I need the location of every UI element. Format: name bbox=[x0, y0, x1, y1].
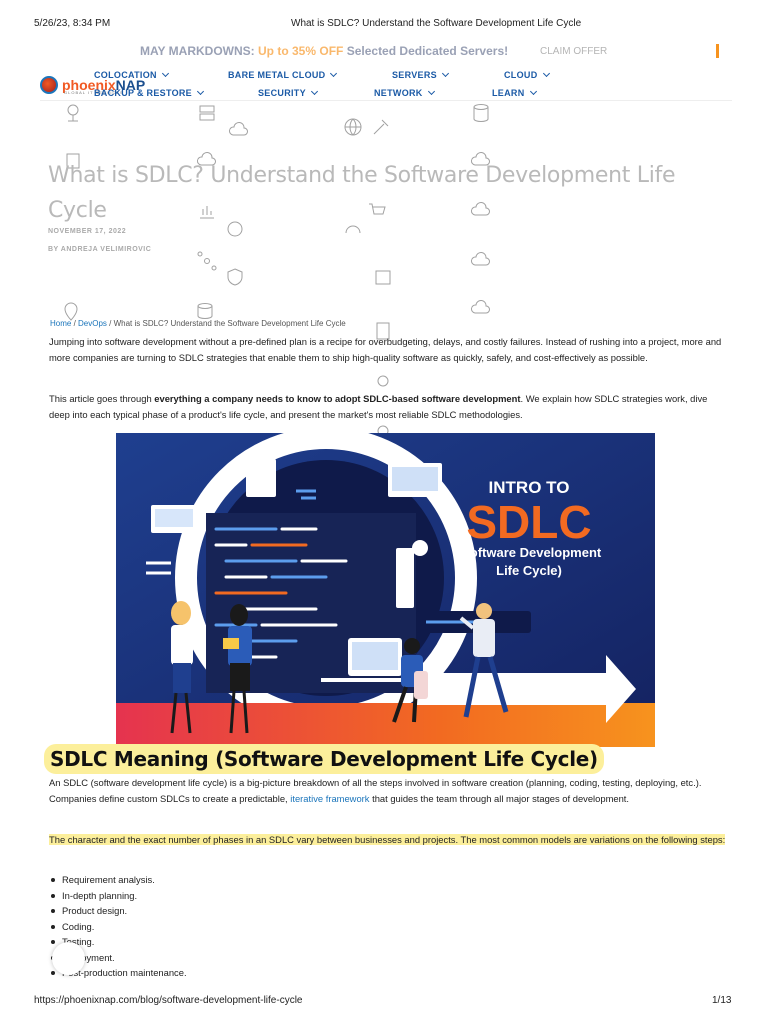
claim-offer-button[interactable]: CLAIM OFFER bbox=[540, 46, 608, 57]
list-item: Product design. bbox=[49, 903, 187, 919]
globe-logo-icon bbox=[40, 76, 58, 94]
chevron-down-icon bbox=[161, 69, 169, 78]
hero-subtitle-1: (Software Development bbox=[457, 545, 602, 560]
nav-security[interactable]: SECURITY bbox=[258, 87, 318, 98]
chat-widget-button[interactable] bbox=[52, 942, 85, 975]
nav-cloud[interactable]: CLOUD bbox=[504, 69, 550, 80]
nav-learn[interactable]: LEARN bbox=[492, 87, 537, 98]
promo-prefix: MAY MARKDOWNS: bbox=[140, 44, 255, 58]
security-cam-icon bbox=[66, 153, 80, 169]
phoenixnap-logo[interactable]: phoenixNAP GLOBAL IT SERVICES bbox=[40, 74, 145, 96]
cloud-check-icon bbox=[471, 201, 490, 216]
hero-subtitle-2: Life Cycle) bbox=[496, 563, 562, 578]
cloud-settings-icon bbox=[229, 121, 248, 136]
intro-paragraph-2: This article goes through everything a c… bbox=[49, 393, 708, 420]
nav-servers[interactable]: SERVERS bbox=[392, 69, 449, 80]
promo-highlight: Up to 35% OFF bbox=[258, 44, 344, 58]
cloud-rain-icon bbox=[471, 300, 490, 314]
network-nodes-icon bbox=[197, 251, 217, 271]
backup-icon bbox=[227, 221, 243, 237]
globe-icon bbox=[344, 118, 362, 136]
breadcrumb-home[interactable]: Home bbox=[50, 319, 72, 328]
analytics-icon bbox=[200, 206, 214, 219]
tools-icon bbox=[373, 119, 389, 135]
phases-note: The character and the exact number of ph… bbox=[49, 834, 726, 845]
document-icon bbox=[376, 322, 390, 340]
gear-icon bbox=[377, 375, 389, 387]
promo-suffix: Selected Dedicated Servers! bbox=[346, 44, 509, 58]
speed-gauge-icon bbox=[345, 225, 361, 234]
section-heading: SDLC Meaning (Software Development Life … bbox=[44, 744, 604, 774]
list-item: Testing. bbox=[49, 934, 187, 950]
intro-paragraph: Jumping into software development withou… bbox=[49, 336, 722, 363]
hero-intro-to: INTRO TO bbox=[489, 478, 570, 497]
shield-icon bbox=[227, 268, 243, 286]
list-item: Post-production maintenance. bbox=[49, 965, 187, 981]
chevron-down-icon bbox=[427, 87, 435, 96]
nav-backup-restore[interactable]: BACKUP & RESTORE bbox=[94, 87, 205, 98]
list-item: Requirement analysis. bbox=[49, 872, 187, 888]
chevron-down-icon bbox=[542, 69, 550, 78]
storage-icon bbox=[197, 303, 213, 320]
server-icon bbox=[199, 105, 215, 121]
chevron-down-icon bbox=[441, 69, 449, 78]
calendar-icon bbox=[375, 270, 391, 285]
nav-network[interactable]: NETWORK bbox=[374, 87, 435, 98]
chevron-down-icon bbox=[529, 87, 537, 96]
nav-bare-metal-cloud[interactable]: BARE METAL CLOUD bbox=[228, 69, 338, 80]
nav-colocation[interactable]: COLOCATION bbox=[94, 69, 169, 80]
list-item: Coding. bbox=[49, 919, 187, 935]
print-page-number: 1/13 bbox=[712, 995, 732, 1006]
chevron-down-icon bbox=[310, 87, 318, 96]
breadcrumb-devops[interactable]: DevOps bbox=[78, 319, 107, 328]
article-title: What is SDLC? Understand the Software De… bbox=[48, 163, 676, 223]
print-page-title: What is SDLC? Understand the Software De… bbox=[291, 18, 582, 29]
database-icon bbox=[473, 104, 489, 123]
article-author[interactable]: BY ANDREJA VELIMIROVIC bbox=[48, 246, 152, 253]
intro-sdlc-illustration: INTRO TO SDLC (Software Development Life… bbox=[116, 433, 655, 747]
cloud-network-icon bbox=[67, 104, 79, 122]
logo-wordmark: phoenixNAP bbox=[62, 77, 146, 93]
meaning-paragraph: An SDLC (software development life cycle… bbox=[49, 777, 702, 804]
nav-divider bbox=[40, 100, 732, 101]
article-date: NOVEMBER 17, 2022 bbox=[48, 228, 127, 235]
location-pin-icon bbox=[64, 302, 78, 321]
shopping-cart-icon bbox=[369, 203, 386, 215]
chevron-down-icon bbox=[330, 69, 338, 78]
promo-banner[interactable]: MAY MARKDOWNS: Up to 35% OFF Selected De… bbox=[140, 44, 508, 58]
hero-sdlc: SDLC bbox=[466, 496, 591, 548]
print-timestamp: 5/26/23, 8:34 PM bbox=[34, 18, 111, 29]
cloud-icon bbox=[197, 151, 216, 166]
cloud-icon bbox=[471, 251, 490, 266]
list-item: In-depth planning. bbox=[49, 888, 187, 904]
cloud-upload-icon bbox=[471, 151, 490, 166]
chevron-down-icon bbox=[196, 87, 205, 96]
logo-tagline: GLOBAL IT SERVICES bbox=[64, 90, 124, 95]
promo-accent-bar bbox=[716, 44, 719, 58]
breadcrumb-current: What is SDLC? Understand the Software De… bbox=[113, 319, 346, 328]
breadcrumb: Home / DevOps / What is SDLC? Understand… bbox=[50, 319, 346, 328]
iterative-framework-link[interactable]: iterative framework bbox=[290, 793, 370, 804]
print-url: https://phoenixnap.com/blog/software-dev… bbox=[34, 995, 303, 1006]
